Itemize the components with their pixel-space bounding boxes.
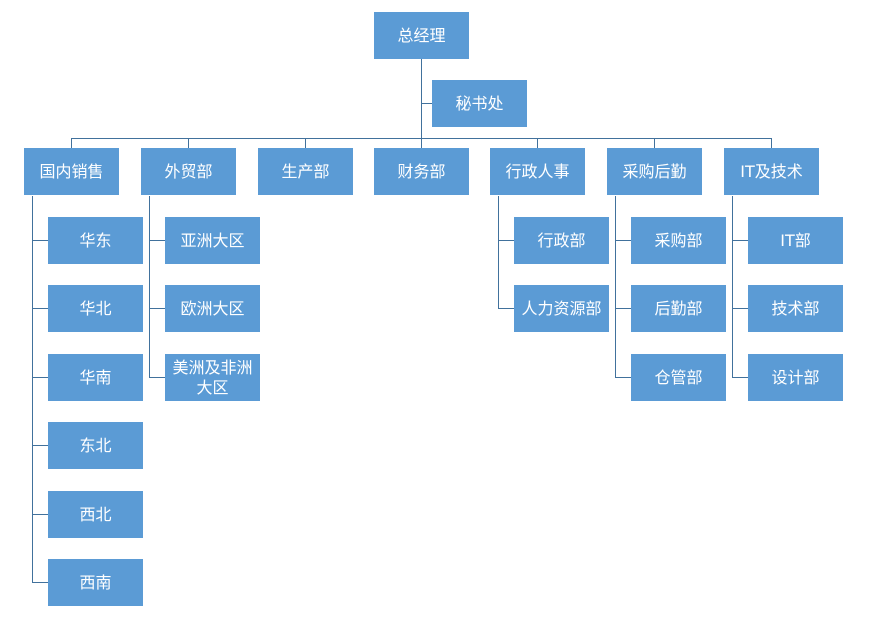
- connector-line: [305, 138, 306, 148]
- connector-line: [498, 240, 514, 241]
- node-subunit[interactable]: 华南: [48, 354, 143, 401]
- connector-line: [32, 308, 48, 309]
- connector-line: [421, 59, 422, 138]
- node-department[interactable]: 生产部: [258, 148, 353, 195]
- connector-line: [771, 138, 772, 148]
- connector-line: [32, 196, 33, 582]
- connector-line: [149, 308, 165, 309]
- node-secretary[interactable]: 秘书处: [432, 80, 527, 127]
- node-subunit[interactable]: 西南: [48, 559, 143, 606]
- node-subunit[interactable]: 华东: [48, 217, 143, 264]
- connector-line: [537, 138, 538, 148]
- node-department[interactable]: 外贸部: [141, 148, 236, 195]
- connector-line: [32, 377, 48, 378]
- connector-line: [732, 196, 733, 377]
- connector-line: [732, 308, 748, 309]
- node-subunit[interactable]: 华北: [48, 285, 143, 332]
- node-subunit[interactable]: 后勤部: [631, 285, 726, 332]
- node-subunit[interactable]: 美洲及非洲大区: [165, 354, 260, 401]
- connector-line: [654, 138, 655, 148]
- connector-line: [32, 240, 48, 241]
- node-department[interactable]: 行政人事: [490, 148, 585, 195]
- node-department[interactable]: 财务部: [374, 148, 469, 195]
- connector-line: [615, 196, 616, 377]
- node-subunit[interactable]: 东北: [48, 422, 143, 469]
- connector-line: [32, 514, 48, 515]
- connector-line: [149, 240, 165, 241]
- node-subunit[interactable]: 设计部: [748, 354, 843, 401]
- node-department[interactable]: 采购后勤: [607, 148, 702, 195]
- connector-line: [421, 138, 422, 148]
- node-department[interactable]: IT及技术: [724, 148, 819, 195]
- node-subunit[interactable]: 仓管部: [631, 354, 726, 401]
- connector-line: [615, 308, 631, 309]
- connector-line: [615, 240, 631, 241]
- node-subunit[interactable]: 采购部: [631, 217, 726, 264]
- connector-line: [32, 445, 48, 446]
- connector-line: [421, 103, 432, 104]
- node-subunit[interactable]: IT部: [748, 217, 843, 264]
- node-ceo[interactable]: 总经理: [374, 12, 469, 59]
- node-subunit[interactable]: 人力资源部: [514, 285, 609, 332]
- connector-line: [732, 377, 748, 378]
- connector-line: [615, 377, 631, 378]
- connector-line: [149, 377, 165, 378]
- node-subunit[interactable]: 亚洲大区: [165, 217, 260, 264]
- connector-line: [149, 196, 150, 377]
- connector-line: [32, 582, 48, 583]
- connector-line: [498, 308, 514, 309]
- node-subunit[interactable]: 西北: [48, 491, 143, 538]
- connector-line: [498, 196, 499, 308]
- connector-line: [732, 240, 748, 241]
- node-subunit[interactable]: 行政部: [514, 217, 609, 264]
- node-subunit[interactable]: 欧洲大区: [165, 285, 260, 332]
- node-subunit[interactable]: 技术部: [748, 285, 843, 332]
- connector-line: [188, 138, 189, 148]
- connector-line: [71, 138, 72, 148]
- node-department[interactable]: 国内销售: [24, 148, 119, 195]
